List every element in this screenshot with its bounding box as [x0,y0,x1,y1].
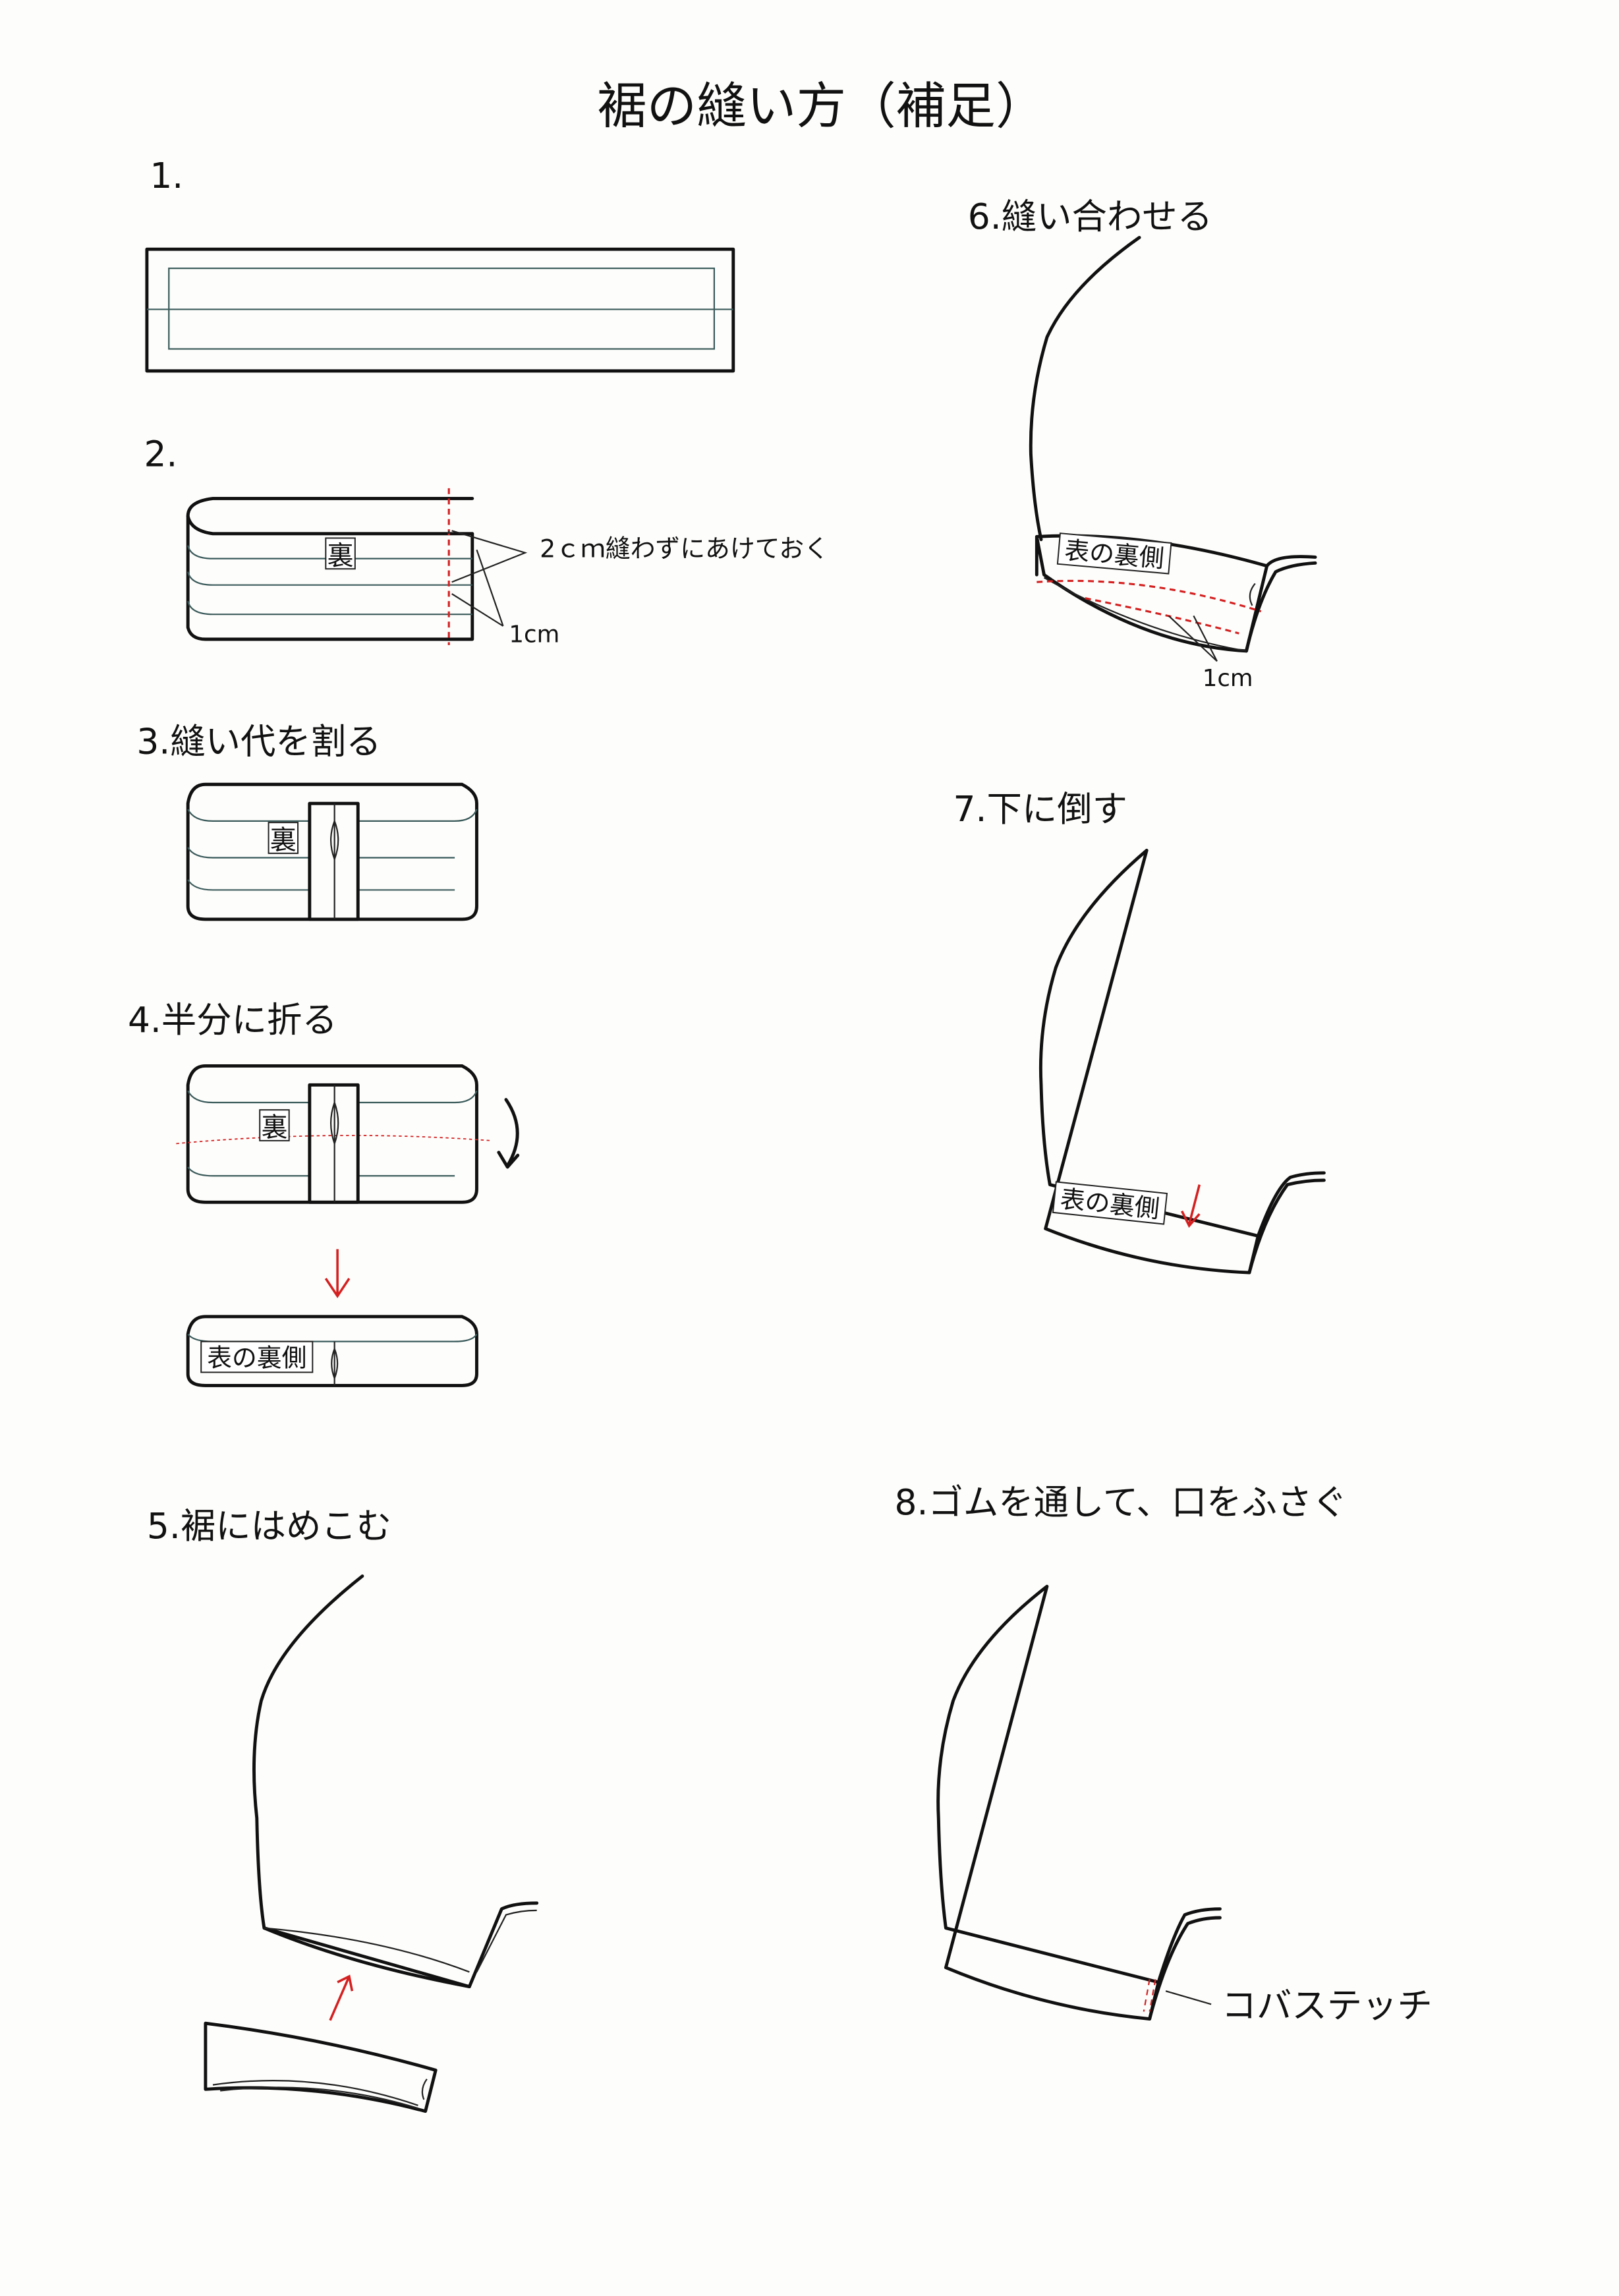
step-7-sleeve: 表の裏側 [1038,848,1326,1275]
step-5-sleeve [252,1574,539,1989]
leave-open-annotation: 2ｃｍ縫わずにあけておく [540,534,829,563]
step-1-heading: 1. [150,155,183,196]
ura-label: 裏 [261,1112,287,1143]
one-cm-annotation: 1cm [509,621,559,648]
page-title: 裾の縫い方（補足） [597,77,1046,135]
step-3-band: 裏 [186,782,478,921]
step-6-sleeve: 表の裏側 [1029,235,1317,662]
omote-no-uragawa-label: 表の裏側 [207,1343,306,1372]
step-2-heading: 2. [144,433,177,474]
down-arrow-icon [324,1249,351,1298]
koba-stitch-annotation: コバステッチ [1222,1984,1433,2026]
step-1-fabric-strip [145,247,735,373]
step-7-heading: 7.下に倒す [953,788,1127,830]
down-arrow-icon [1181,1184,1201,1228]
step-5-cuff-band [204,2021,438,2113]
ura-label: 裏 [327,541,354,571]
fold-arrow-icon [497,1098,520,1169]
step-4-heading: 4.半分に折る [128,999,337,1041]
one-cm-annotation-6: 1cm [1203,665,1253,692]
up-arrow-icon [329,1974,354,2021]
step-8-sleeve [936,1584,1222,2021]
step-6-heading: 6.縫い合わせる [968,196,1212,237]
step-5-heading: 5.裾にはめこむ [147,1505,391,1547]
step-4-band: 裏 [176,1064,520,1204]
step-3-heading: 3.縫い代を割る [136,721,381,762]
step-2-band: 裏 [186,488,528,645]
omote-no-uragawa-label: 表の裏側 [1059,1184,1161,1224]
ura-label: 裏 [270,825,297,855]
step-8-heading: 8.ゴムを通して、口をふさぐ [895,1481,1348,1523]
step-4-folded-band: 表の裏側 [186,1315,478,1387]
